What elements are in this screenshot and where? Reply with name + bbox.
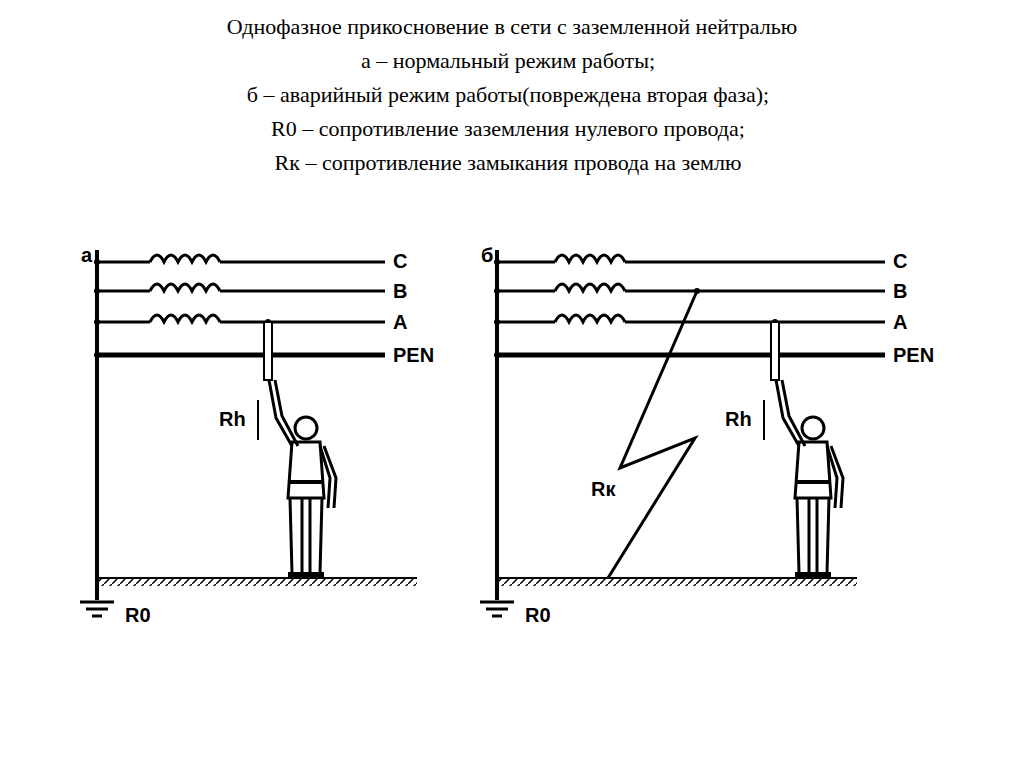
wire-name: PEN xyxy=(892,344,935,367)
wire-name: C xyxy=(892,250,908,273)
fault-path xyxy=(608,291,697,578)
wire-name: B xyxy=(892,280,908,303)
wire-name: PEN xyxy=(392,344,435,367)
resistance-label: Rh xyxy=(218,408,247,431)
resistance-label: R0 xyxy=(124,604,152,627)
panel-letter: а xyxy=(80,244,93,267)
network-a xyxy=(80,250,417,616)
panel-letter: б xyxy=(480,244,494,267)
wire-name: B xyxy=(392,280,408,303)
network-b xyxy=(480,250,885,616)
definition: а – нормальный режим работы; xyxy=(0,48,1020,73)
definition: R0 – сопротивление заземления нулевого п… xyxy=(0,116,1020,141)
resistance-label: R0 xyxy=(524,604,552,627)
wire-name: A xyxy=(392,311,408,334)
resistance-label: Rh xyxy=(724,408,753,431)
wire-name: A xyxy=(892,311,908,334)
wire-name: C xyxy=(392,250,408,273)
title: Однофазное прикосновение в сети с заземл… xyxy=(0,14,1024,39)
definition: б – аварийный режим работы(повреждена вт… xyxy=(0,82,1020,107)
definition: Rк – сопротивление замыкания провода на … xyxy=(0,150,1020,175)
resistance-label: Rк xyxy=(590,478,616,501)
